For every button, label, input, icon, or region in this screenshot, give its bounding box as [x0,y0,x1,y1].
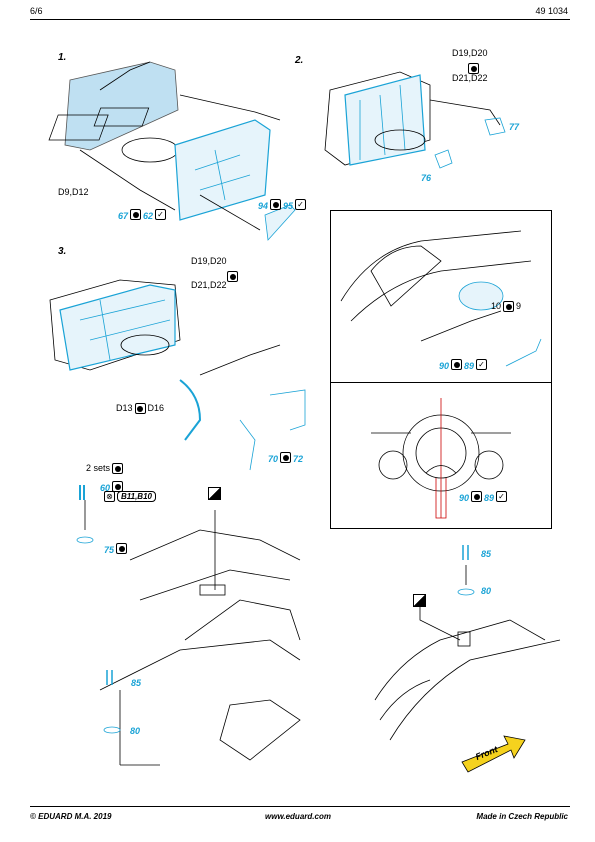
photo-etch-icon [227,271,239,283]
callout-2-sets: 2 sets [86,463,125,475]
callout-b11-b10: ⊗B11,B10 [102,490,156,502]
part-89: 89 [464,361,475,371]
canopy-detail-art [340,230,542,367]
part-76: 76 [421,173,432,183]
header-rule [30,19,570,20]
step-2-label: 2. [295,55,304,66]
part-94: 94 [258,201,269,211]
part-80-left: 80 [130,726,141,736]
part-72: 72 [293,454,304,464]
paint-icon [413,594,426,607]
photo-etch-icon [503,301,515,313]
photo-etch-icon [471,491,483,503]
label-b11-b10: B11,B10 [117,490,156,502]
photo-etch-icon [270,199,282,211]
check-icon: ✓ [476,359,488,371]
photo-etch-icon [130,209,142,221]
callout-67-62: 67 62✓ [118,206,168,224]
photo-etch-icon [451,359,463,371]
detail-panel-top: 10 9 90 89✓ [330,210,552,384]
part-67: 67 [118,211,129,221]
step3-diagram [49,279,306,471]
footer-origin: Made in Czech Republic [476,812,568,821]
step2-diagram [324,71,506,169]
callout-90-89-bottom: 90 89✓ [459,488,509,506]
part-77: 77 [509,122,520,132]
check-icon: ✓ [295,199,307,211]
part-80-right: 80 [481,586,492,596]
step1-diagram [48,61,296,241]
part-75: 75 [104,545,115,555]
label-10: 10 [491,301,502,311]
label-9: 9 [516,301,522,311]
part-90: 90 [459,493,470,503]
photo-etch-icon [134,403,146,415]
front-view-art [371,398,511,519]
photo-etch-icon [112,463,124,475]
callout-90-89-top: 90 89✓ [439,356,489,374]
footer-copyright: © EDUARD M.A. 2019 [30,812,112,821]
part-70: 70 [268,454,279,464]
callout-75: 75 [104,540,129,558]
callout-94-95: 94 95✓ [258,196,308,214]
callout-70-72: 70 72 [268,449,303,467]
photo-etch-icon [116,543,128,555]
photo-etch-icon [468,63,479,75]
callout-10-9: 10 9 [491,301,522,313]
product-code: 49 1034 [535,6,568,16]
part-95: 95 [283,201,294,211]
label-d13: D13 [116,403,133,413]
check-icon: ✓ [155,209,167,221]
part-90: 90 [439,361,450,371]
page-number: 6/6 [30,6,43,16]
kit-part-icon: ⊗ [104,491,115,502]
label-d9-d12: D9,D12 [58,187,89,197]
part-62: 62 [143,211,154,221]
step-3-label: 3. [58,246,67,257]
lower-left-diagram [76,485,301,766]
detail-panel-bottom: 90 89✓ [330,382,552,529]
part-85-left: 85 [131,678,142,688]
paint-icon [208,487,221,500]
label-d16: D16 [147,403,165,413]
label-d21-d22-step3: D21,D22 [191,280,227,290]
label-d19-d20-step3: D19,D20 [191,256,227,266]
label-d19-d20: D19,D20 [452,48,488,58]
footer-rule [30,806,570,807]
part-89: 89 [484,493,495,503]
photo-etch-icon [112,481,124,493]
callout-d13-d16: D13 D16 [116,403,165,415]
photo-etch-icon [280,452,292,464]
check-icon: ✓ [496,491,508,503]
label-d21-d22: D21,D22 [452,73,488,83]
part-60: 60 [100,483,111,493]
label-2-sets: 2 sets [86,463,111,473]
part-85-right: 85 [481,549,492,559]
footer-website: www.eduard.com [265,812,331,821]
callout-60: 60 [100,478,125,496]
step-1-label: 1. [58,52,67,63]
